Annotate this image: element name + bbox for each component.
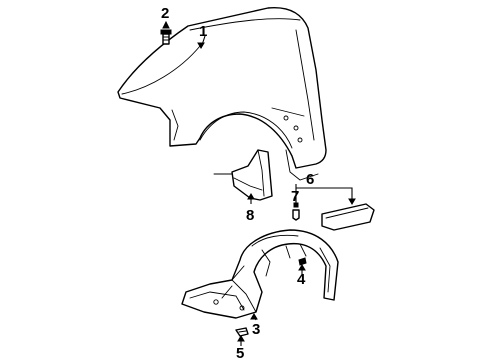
fender-bolt	[160, 20, 172, 45]
callout-4: 4	[297, 271, 306, 288]
molding-clip	[292, 202, 300, 221]
callout-3: 3	[252, 321, 260, 338]
callouts: 1 2 3 4 5 6 7 8	[161, 5, 314, 360]
callout-6: 6	[306, 171, 314, 188]
fender	[117, 7, 327, 181]
mud-flap	[213, 149, 273, 201]
leader-lines	[165, 22, 356, 346]
callout-2: 2	[161, 5, 169, 22]
callout-7: 7	[291, 188, 299, 205]
shield-clip-lower	[235, 327, 249, 337]
side-molding	[321, 203, 375, 231]
callout-5: 5	[236, 345, 244, 360]
callout-8: 8	[246, 207, 254, 224]
inner-splash-shield	[181, 229, 339, 319]
callout-1: 1	[199, 23, 207, 40]
